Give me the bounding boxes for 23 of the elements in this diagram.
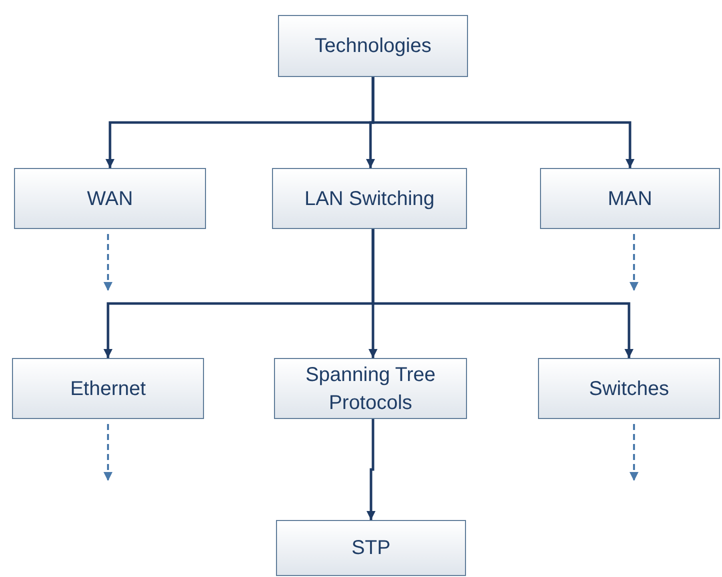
process-box	[272, 168, 467, 229]
arrow	[372, 77, 634, 168]
process-box	[276, 520, 466, 576]
arrow	[372, 229, 634, 358]
box-label: Ethernet	[70, 376, 146, 402]
process-box	[538, 358, 720, 419]
box-label: Switches	[588, 376, 670, 402]
process-box	[14, 168, 206, 229]
box-label: LAN Switching	[304, 186, 435, 212]
dashed-arrow	[630, 424, 638, 481]
dashed-arrow	[104, 234, 112, 291]
box-label: Technologies	[314, 34, 432, 59]
process-box	[274, 358, 467, 419]
box-label: MAN	[608, 186, 652, 212]
dashed-arrow	[104, 424, 112, 481]
arrow	[366, 419, 376, 520]
dashed-arrow	[630, 234, 638, 291]
box-label: STP	[352, 536, 390, 561]
process-box	[278, 15, 468, 77]
box-label: Spanning Tree Protocols	[304, 362, 437, 416]
process-box	[540, 168, 720, 229]
box-label: WAN	[87, 186, 133, 212]
process-box	[12, 358, 204, 419]
